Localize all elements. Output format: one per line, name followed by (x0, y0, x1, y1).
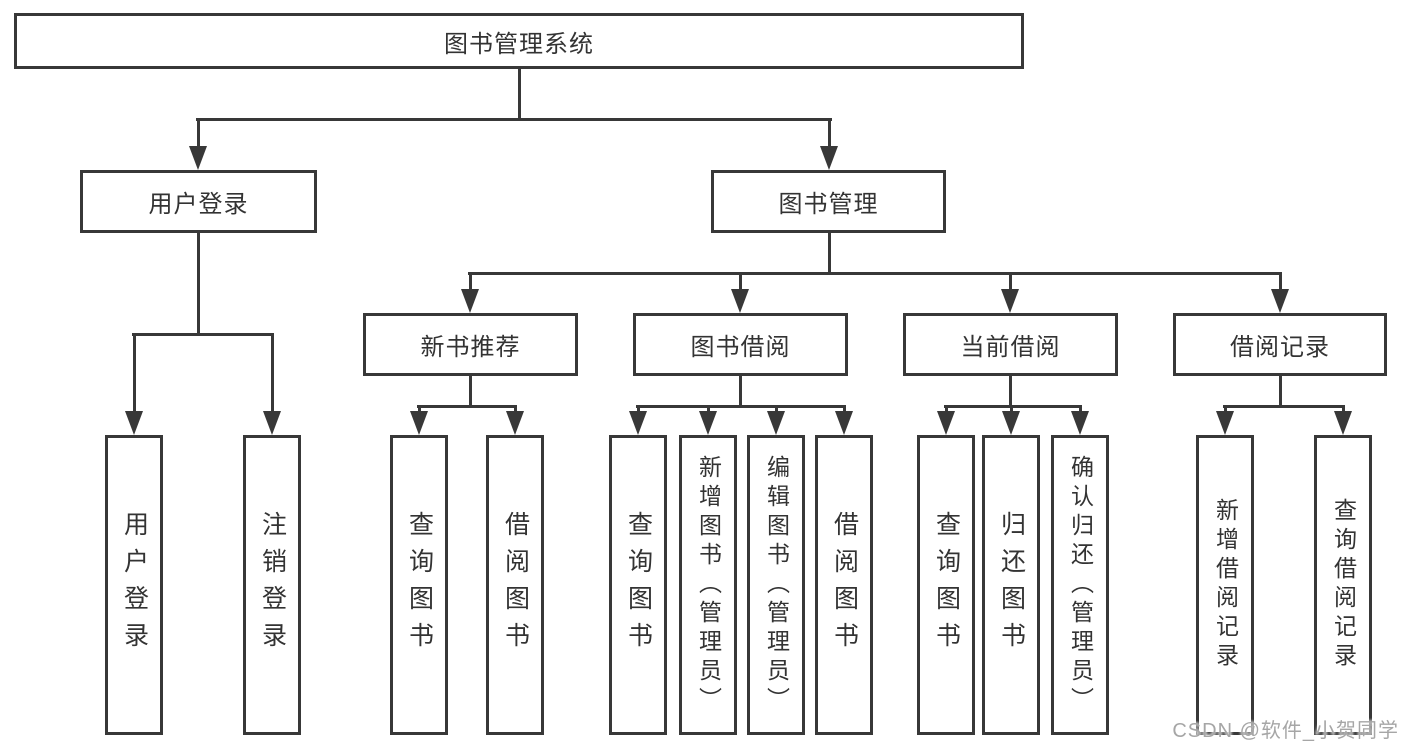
node-user-login: 用户登录 (80, 170, 317, 233)
leaf-user-login-label: 用户登录 (120, 511, 149, 659)
connector-line (775, 405, 778, 413)
node-book-management: 图书管理 (711, 170, 946, 233)
arrow-down-icon (937, 411, 955, 435)
connector-line (197, 233, 200, 333)
arrow-down-icon (1071, 411, 1089, 435)
leaf-current-return-books: 归还图书 (982, 435, 1040, 735)
watermark-text: CSDN @软件_小贺同学 (1172, 720, 1399, 742)
connector-line (828, 118, 831, 148)
connector-line (636, 405, 846, 408)
leaf-records-query-record-label: 查询借阅记录 (1330, 498, 1357, 672)
leaf-current-return-books-label: 归还图书 (997, 511, 1026, 659)
node-current-borrow: 当前借阅 (903, 313, 1118, 376)
leaf-current-query-books-label: 查询图书 (932, 511, 961, 659)
leaf-borrow-borrow-books-label: 借阅图书 (830, 511, 859, 659)
connector-line (1342, 405, 1345, 413)
node-new-book-recommend: 新书推荐 (363, 313, 578, 376)
connector-line (271, 333, 274, 413)
connector-line (1223, 405, 1345, 408)
connector-line (196, 118, 832, 121)
leaf-newrec-query-books: 查询图书 (390, 435, 448, 735)
connector-line (1279, 376, 1282, 405)
leaf-current-confirm-return-admin-label: 确认归还（管理员） (1067, 454, 1094, 716)
arrow-down-icon (461, 289, 479, 313)
node-library-system: 图书管理系统 (14, 13, 1024, 69)
leaf-borrow-query-books: 查询图书 (609, 435, 667, 735)
leaf-borrow-edit-books-admin-label: 编辑图书（管理员） (763, 454, 790, 716)
connector-line (417, 405, 517, 408)
node-borrow-records-label: 借阅记录 (1230, 334, 1330, 361)
arrow-down-icon (699, 411, 717, 435)
leaf-newrec-borrow-books-label: 借阅图书 (501, 511, 530, 659)
leaf-logout: 注销登录 (243, 435, 301, 735)
node-library-system-label: 图书管理系统 (444, 30, 594, 58)
connector-line (418, 405, 421, 413)
leaf-records-query-record: 查询借阅记录 (1314, 435, 1372, 735)
connector-line (197, 118, 200, 148)
connector-line (739, 376, 742, 405)
leaf-borrow-borrow-books: 借阅图书 (815, 435, 873, 735)
connector-line (637, 405, 640, 413)
node-user-login-label: 用户登录 (148, 191, 249, 218)
node-book-management-label: 图书管理 (778, 191, 879, 218)
node-current-borrow-label: 当前借阅 (960, 334, 1061, 361)
connector-line (843, 405, 846, 413)
connector-line (469, 272, 472, 290)
arrow-down-icon (1002, 411, 1020, 435)
leaf-records-add-record-label: 新增借阅记录 (1212, 498, 1239, 672)
arrow-down-icon (125, 411, 143, 435)
arrow-down-icon (835, 411, 853, 435)
connector-line (133, 333, 136, 413)
leaf-logout-label: 注销登录 (258, 511, 287, 659)
connector-line (1224, 405, 1227, 413)
node-book-borrow-label: 图书借阅 (690, 334, 791, 361)
leaf-borrow-query-books-label: 查询图书 (624, 511, 653, 659)
connector-line (828, 233, 831, 272)
connector-line (468, 272, 1282, 275)
leaf-records-add-record: 新增借阅记录 (1196, 435, 1254, 735)
arrow-down-icon (820, 146, 838, 170)
arrow-down-icon (1271, 289, 1289, 313)
connector-line (1009, 272, 1012, 290)
arrow-down-icon (1216, 411, 1234, 435)
arrow-down-icon (410, 411, 428, 435)
node-borrow-records: 借阅记录 (1173, 313, 1387, 376)
arrow-down-icon (767, 411, 785, 435)
arrow-down-icon (629, 411, 647, 435)
connector-line (707, 405, 710, 413)
leaf-borrow-edit-books-admin: 编辑图书（管理员） (747, 435, 805, 735)
leaf-borrow-add-books-admin-label: 新增图书（管理员） (695, 454, 722, 716)
connector-line (132, 333, 274, 336)
leaf-current-confirm-return-admin: 确认归还（管理员） (1051, 435, 1109, 735)
connector-line (1279, 272, 1282, 290)
connector-line (739, 272, 742, 290)
arrow-down-icon (189, 146, 207, 170)
connector-line (514, 405, 517, 413)
connector-line (1010, 405, 1013, 413)
connector-line (1009, 376, 1012, 405)
arrow-down-icon (506, 411, 524, 435)
connector-line (945, 405, 948, 413)
leaf-newrec-borrow-books: 借阅图书 (486, 435, 544, 735)
node-new-book-recommend-label: 新书推荐 (420, 334, 521, 361)
node-book-borrow: 图书借阅 (633, 313, 848, 376)
leaf-borrow-add-books-admin: 新增图书（管理员） (679, 435, 737, 735)
leaf-user-login: 用户登录 (105, 435, 163, 735)
connector-line (944, 405, 1082, 408)
connector-line (469, 376, 472, 405)
arrow-down-icon (1001, 289, 1019, 313)
arrow-down-icon (731, 289, 749, 313)
connector-line (518, 69, 521, 118)
arrow-down-icon (1334, 411, 1352, 435)
leaf-newrec-query-books-label: 查询图书 (405, 511, 434, 659)
leaf-current-query-books: 查询图书 (917, 435, 975, 735)
arrow-down-icon (263, 411, 281, 435)
connector-line (1079, 405, 1082, 413)
